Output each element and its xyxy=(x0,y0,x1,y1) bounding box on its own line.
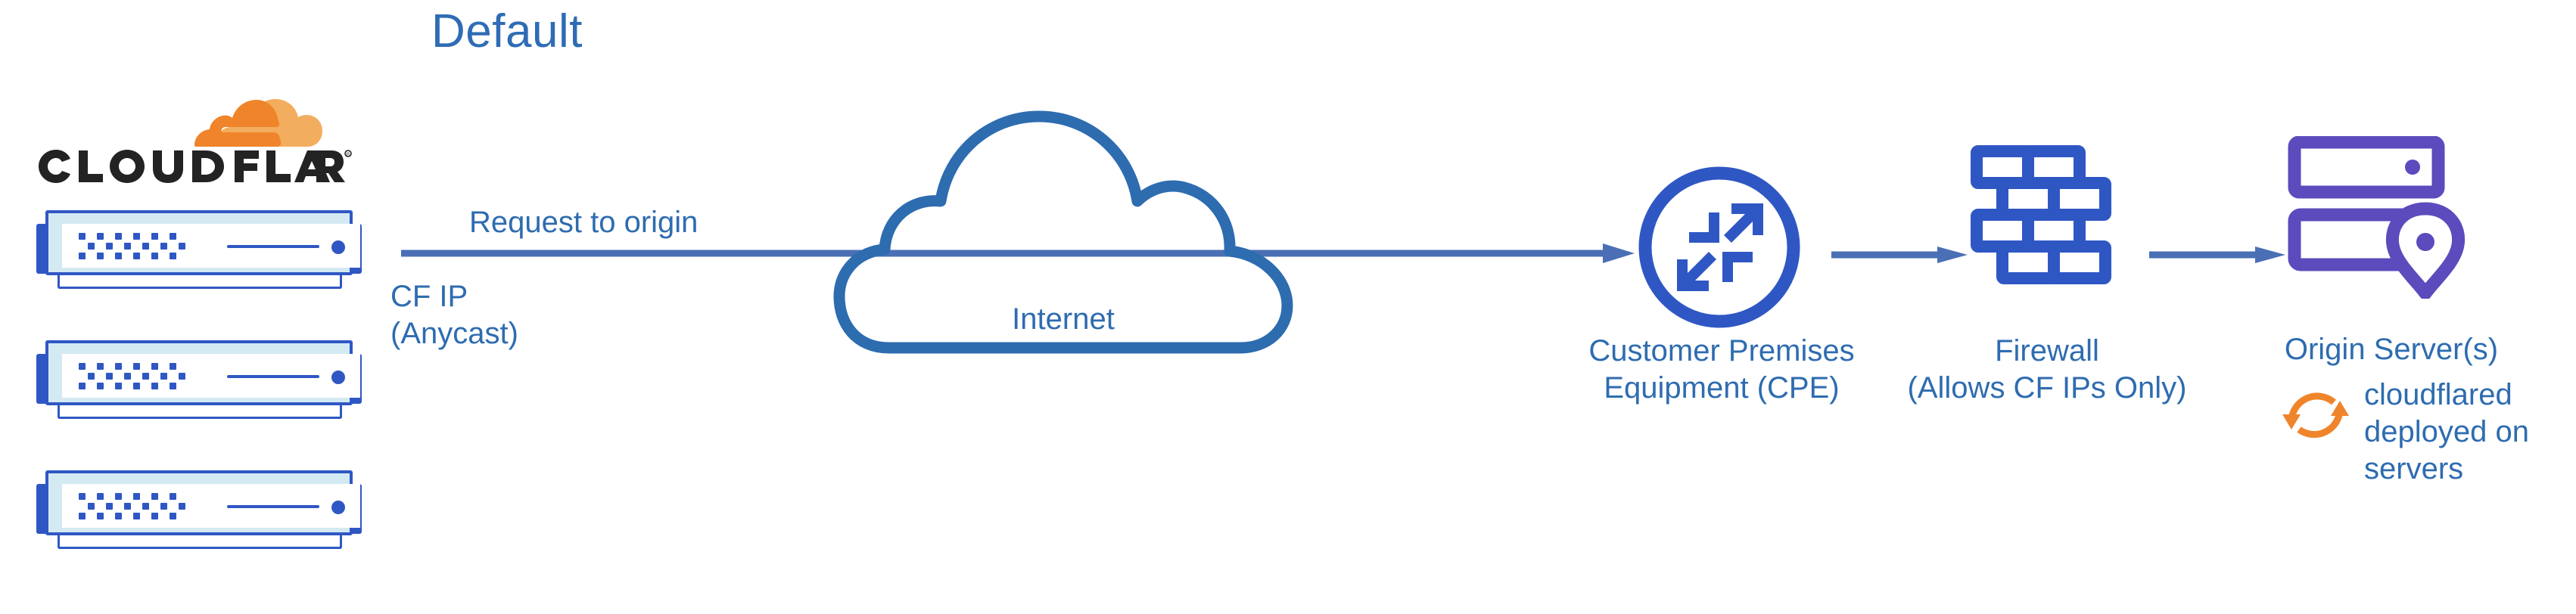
sync-circular-arrows-icon xyxy=(2282,392,2349,438)
cloudflare-server-3 xyxy=(36,470,362,552)
server-panel xyxy=(62,484,360,528)
server-base xyxy=(58,275,342,289)
label-firewall: Firewall (Allows CF IPs Only) xyxy=(1869,333,2225,407)
label-cf-ip-line1: CF IP xyxy=(390,280,468,313)
label-cpe-line2: Equipment (CPE) xyxy=(1604,371,1840,405)
page-title: Default xyxy=(431,5,583,57)
arrow-edge-to-cpe xyxy=(401,243,1635,263)
cloud-outline-icon xyxy=(833,110,1293,354)
arrow-firewall-to-origin xyxy=(2149,247,2285,263)
svg-text:R: R xyxy=(347,153,350,157)
server-led-grid xyxy=(79,363,200,390)
server-status-bar xyxy=(227,375,319,378)
label-customer-premises-equipment: Customer Premises Equipment (CPE) xyxy=(1540,333,1903,407)
label-cf-ip-line2: (Anycast) xyxy=(390,316,518,350)
label-cloudflared-line2: deployed on xyxy=(2364,414,2529,448)
server-power-dot xyxy=(331,501,345,514)
server-location-pin-icon xyxy=(2288,136,2466,299)
server-frame xyxy=(45,470,360,535)
server-frame xyxy=(45,210,360,275)
cloudflare-logo: R xyxy=(36,97,354,195)
server-panel xyxy=(62,224,360,268)
cloudflare-server-1 xyxy=(36,210,362,292)
registered-mark xyxy=(344,150,352,157)
server-status-bar xyxy=(227,505,319,508)
label-cpe-line1: Customer Premises xyxy=(1588,334,1855,367)
server-led-grid xyxy=(79,493,200,520)
label-cloudflared-deployed: cloudflared deployed on servers xyxy=(2364,377,2570,487)
cloudflare-wordmark: R xyxy=(39,150,352,183)
label-firewall-line1: Firewall xyxy=(1995,334,2099,367)
label-internet: Internet xyxy=(1012,302,1115,336)
label-origin-servers: Origin Server(s) xyxy=(2284,333,2499,366)
server-led-grid xyxy=(79,233,200,260)
router-arrows-circle-icon xyxy=(1638,166,1800,328)
brick-wall-icon xyxy=(1971,145,2111,284)
server-base xyxy=(58,535,342,549)
server-panel xyxy=(62,354,360,398)
label-cf-ip-anycast: CF IP (Anycast) xyxy=(390,278,518,352)
label-firewall-line2: (Allows CF IPs Only) xyxy=(1907,371,2187,405)
label-cloudflared-line3: servers xyxy=(2364,451,2464,485)
server-frame xyxy=(45,340,360,405)
cloudflare-cloud-icon xyxy=(194,99,322,147)
arrow-cpe-to-firewall xyxy=(1831,247,1968,263)
label-request-to-origin: Request to origin xyxy=(469,206,698,239)
server-power-dot xyxy=(331,240,345,254)
server-base xyxy=(58,405,342,419)
server-status-bar xyxy=(227,245,319,248)
cloudflare-server-2 xyxy=(36,340,362,422)
label-cloudflared-line1: cloudflared xyxy=(2364,378,2512,411)
server-power-dot xyxy=(331,371,345,384)
